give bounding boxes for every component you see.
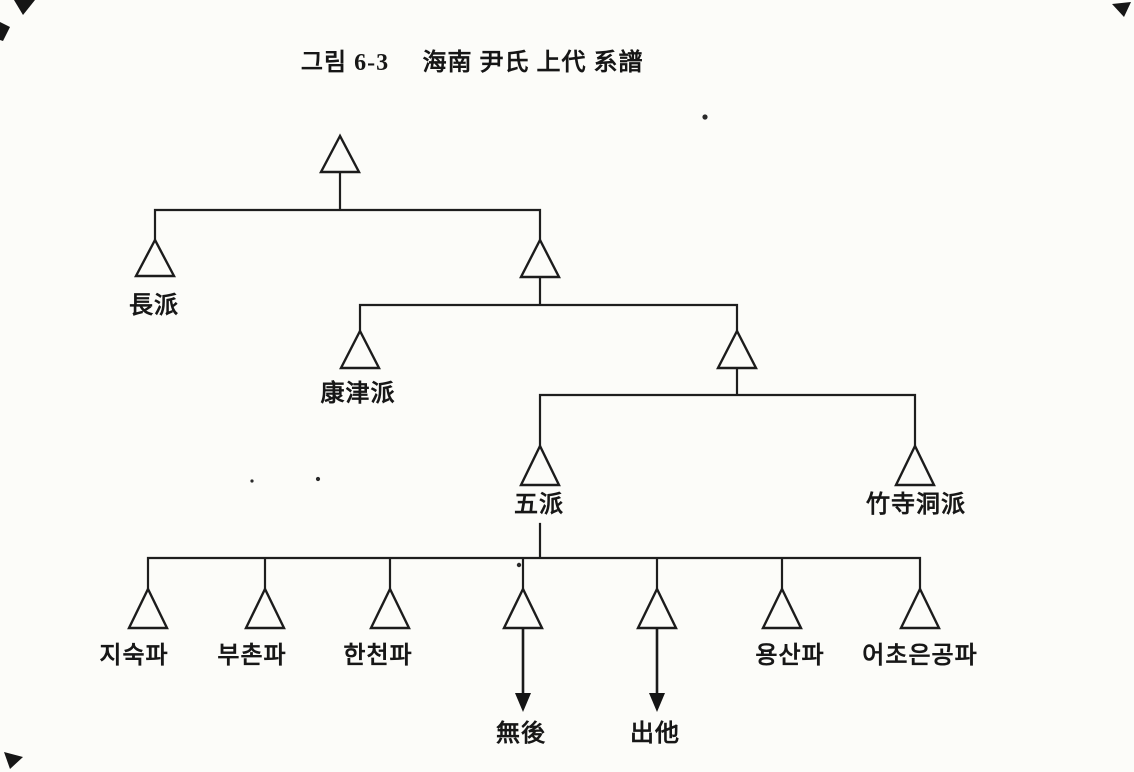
- branch-label-gangjin: 康津派: [321, 379, 396, 407]
- scan-speck-1: [702, 114, 708, 120]
- gen2-right-person-node: [519, 237, 561, 279]
- scan-artifact-top-right: [1112, 2, 1131, 17]
- figure-caption: 그림 6-3 海南 尹氏 上代 系譜: [301, 48, 644, 76]
- scan-speck-4: [516, 562, 522, 568]
- branch-label-jisuk: 지숙파: [99, 642, 168, 669]
- gen5-person-node-7: [899, 586, 941, 630]
- gen5-person-node-3: [369, 586, 411, 630]
- scan-artifact-left-edge: [0, 22, 10, 41]
- scan-speck-3: [250, 479, 254, 483]
- scan-artifact-bottom-left: [4, 752, 23, 769]
- moved-away-arrow-head: [649, 693, 665, 712]
- branch-label-buchon: 부촌파: [217, 642, 286, 669]
- tree-connectors: [146, 170, 922, 591]
- gen4-right-person-node: [894, 443, 936, 487]
- gen5-person-node-6: [761, 586, 803, 630]
- branch-label-opa: 五派: [514, 491, 564, 518]
- gen4-connector: [538, 366, 917, 448]
- gen5-connector: [146, 522, 922, 591]
- figure-caption-title: 海南 尹氏 上代 系譜: [423, 48, 644, 76]
- end-label-no-heir: 無後: [496, 719, 546, 747]
- branch-label-yongsan: 용산파: [755, 642, 824, 669]
- gen5-person-node-5: [636, 586, 678, 630]
- no-heir-arrow-head: [515, 693, 531, 712]
- gen2-connector: [153, 170, 542, 242]
- end-label-moved-away: 出他: [630, 720, 680, 747]
- gen3-left-person-node: [339, 328, 381, 370]
- scan-artifact-top-left: [14, 0, 35, 15]
- branch-label-jang: 長派: [129, 292, 179, 319]
- gen5-person-node-2: [244, 586, 286, 630]
- root-person-node: [319, 133, 361, 174]
- branch-label-eochoeungong: 어초은공파: [862, 642, 977, 669]
- gen5-person-node-1: [127, 586, 169, 630]
- branch-labels: 長派 康津派 五派 竹寺洞派 지숙파 부촌파 한천파 無後 出他 용산파 어초은…: [99, 292, 977, 747]
- gen5-person-node-4: [502, 586, 544, 630]
- scan-speck-2: [315, 476, 321, 482]
- gen4-left-person-node: [519, 443, 561, 487]
- tree-nodes: [127, 133, 941, 630]
- branch-label-hancheon: 한천파: [343, 642, 412, 669]
- gen2-left-person-node: [134, 237, 176, 278]
- line-end-arrows: [515, 628, 665, 712]
- branch-label-juksadong: 竹寺洞派: [865, 491, 966, 518]
- gen3-right-person-node: [716, 328, 758, 370]
- gen3-connector: [358, 275, 739, 333]
- figure-caption-number: 그림 6-3: [301, 49, 389, 76]
